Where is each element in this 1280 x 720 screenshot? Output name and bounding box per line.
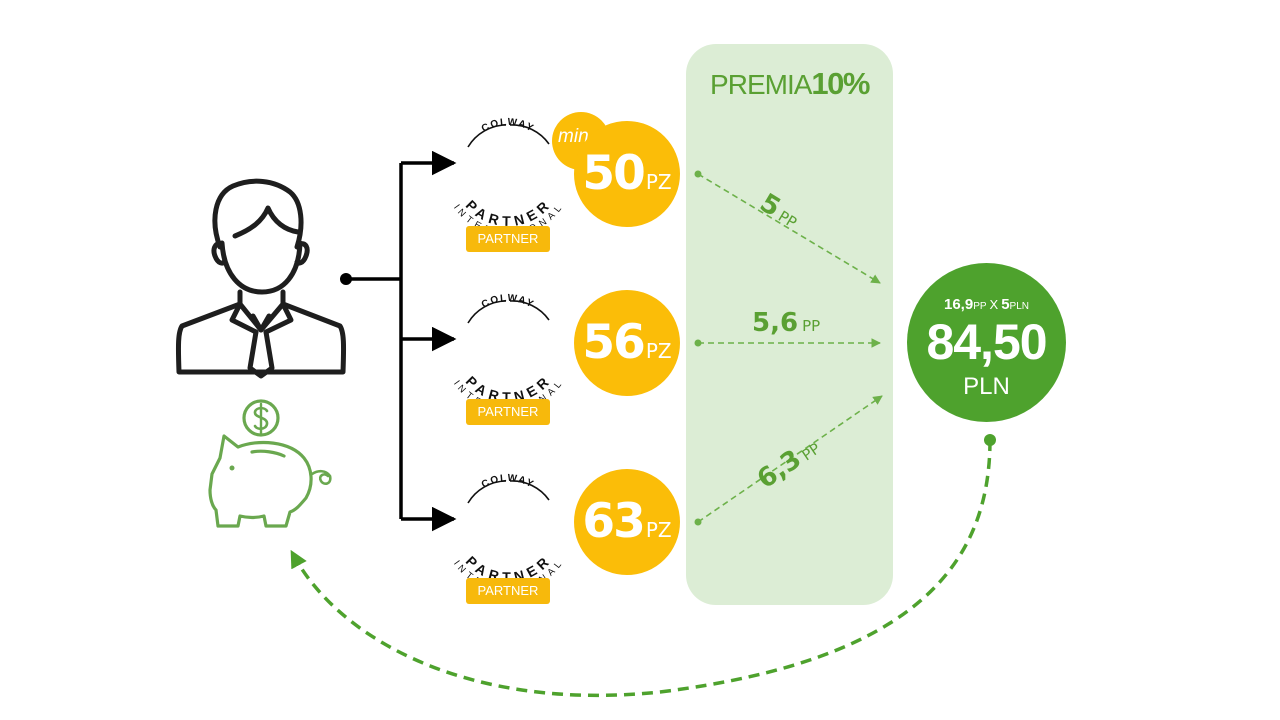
piggy-bank-icon [208, 399, 332, 528]
pz-unit: PZ [645, 518, 672, 542]
colway-partner-logo: COLWAY PARTNER INTERNATIONAL [451, 473, 564, 595]
premia-percent: 10% [811, 66, 870, 101]
formula-rate: 5 [1001, 296, 1010, 313]
formula-pp-unit: PP [973, 301, 987, 312]
return-arrow-dot [984, 434, 996, 446]
dollar-coin-icon [242, 399, 280, 437]
pz-unit: PZ [645, 170, 672, 194]
pz-value: 56 [582, 315, 645, 370]
return-arrow [290, 439, 992, 698]
pp-unit: PP [802, 317, 821, 335]
premia-title: PREMIA10% [686, 66, 893, 102]
pp-arrows [697, 173, 883, 523]
logo-top-text: COLWAY [480, 473, 535, 491]
connector-lines [346, 150, 457, 532]
svg-text:COLWAY: COLWAY [480, 293, 536, 311]
svg-text:COLWAY: COLWAY [480, 473, 536, 491]
logo-top-text: COLWAY [480, 293, 535, 311]
colway-partner-logo: COLWAY PARTNER INTERNATIONAL [451, 293, 564, 415]
pp-value: 5,6 [752, 308, 799, 338]
person-icon [175, 178, 347, 379]
result-value: 84,50 [926, 314, 1047, 370]
formula-x: X [989, 297, 999, 312]
formula-rate-unit: PLN [1009, 301, 1029, 312]
partner-badge-1: PARTNER [466, 226, 550, 252]
colway-partner-logo: COLWAY PARTNER INTERNATIONAL [451, 117, 564, 239]
pz-value: 50 [582, 146, 645, 201]
partner-badge-3: PARTNER [466, 578, 550, 604]
premia-panel [686, 44, 893, 605]
pz-value: 63 [582, 494, 645, 549]
logo-top-text: COLWAY [480, 117, 535, 135]
svg-text:COLWAY: COLWAY [480, 117, 536, 135]
premia-label: PREMIA [710, 69, 812, 100]
connector-start-dot [340, 273, 352, 285]
pp-arrow-dots [694, 170, 702, 526]
pz-unit: PZ [645, 339, 672, 363]
formula-pp: 16,9 [943, 296, 974, 313]
result-currency: PLN [963, 373, 1010, 400]
partner-badge-2: PARTNER [466, 399, 550, 425]
